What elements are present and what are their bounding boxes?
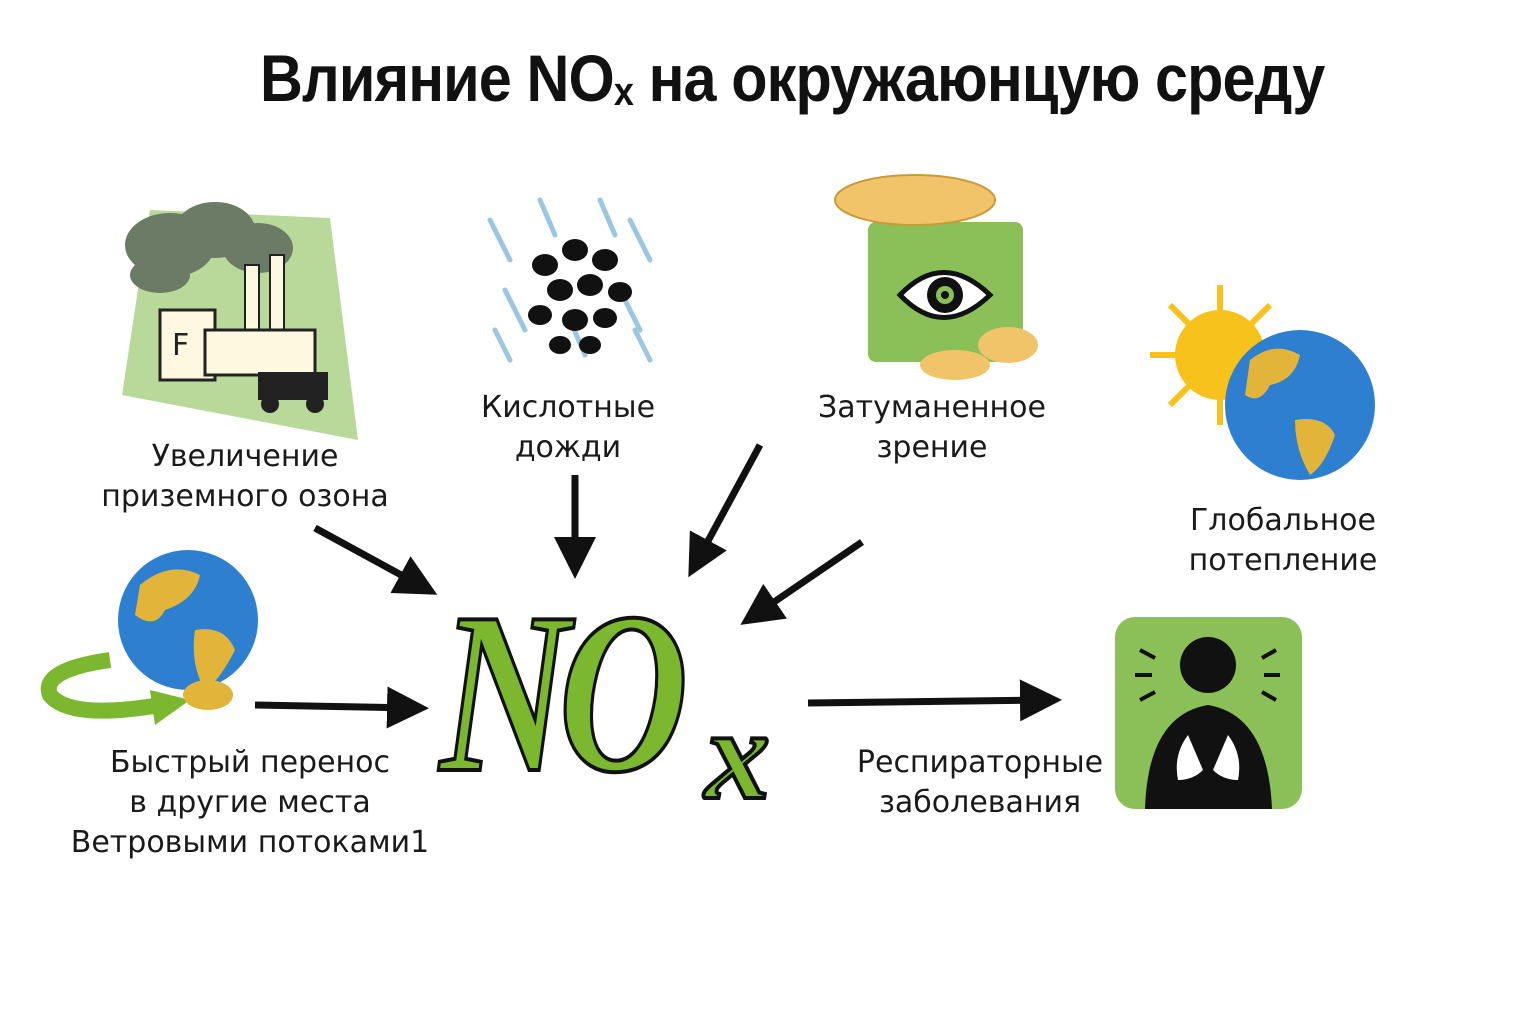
eye-icon: [834, 174, 1038, 380]
arrow-vision: [688, 443, 764, 578]
label-line: Глобальное: [1190, 503, 1376, 538]
label-line: Кислотные: [480, 390, 656, 425]
factory-icon: F: [122, 202, 358, 440]
label-line: Затуманенное: [818, 390, 1046, 425]
label-line: дожди: [514, 430, 622, 465]
label-respiratory: Респираторные заболевания: [857, 743, 1103, 823]
label-vision: Затуманенное зрение: [818, 388, 1046, 468]
globe-arrow-icon: [40, 550, 258, 725]
label-warming: Глобальное потепление: [1189, 501, 1378, 581]
label-acid-rain: Кислотные дожди: [481, 388, 655, 468]
arrow-ozone: [313, 524, 438, 595]
lungs-icon: [1115, 617, 1302, 809]
arrow-warming: [740, 539, 864, 625]
acid-rain-icon: [487, 197, 653, 363]
title-rest: на окружаюнцую среду: [632, 41, 1326, 115]
label-line: Быстрый перенос: [109, 745, 391, 780]
arrow-transport: [254, 686, 429, 729]
label-line: потепление: [1188, 543, 1378, 578]
svg-text:F: F: [172, 328, 189, 363]
title-subscript: x: [613, 70, 634, 114]
nox-text: NO: [438, 563, 689, 822]
label-line: Увеличение: [151, 439, 339, 474]
nox-subscript: x: [703, 681, 772, 829]
label-line: Респираторные: [856, 745, 1104, 780]
label-line: заболевания: [878, 785, 1082, 820]
label-line: в другие места: [129, 785, 371, 820]
title-text: Влияние NO: [260, 41, 615, 115]
label-line: зрение: [876, 430, 988, 465]
label-line: Ветровыми потоками1: [70, 825, 430, 860]
arrow-respiratory: [807, 679, 1062, 722]
arrows: [254, 443, 1062, 729]
label-line: приземного озона: [101, 479, 389, 514]
sun-globe-icon: [1150, 285, 1375, 480]
page-title: Влияние NOx на окружаюнцую среду: [260, 40, 1331, 116]
label-ozone: Увеличение приземного озона: [101, 437, 388, 517]
